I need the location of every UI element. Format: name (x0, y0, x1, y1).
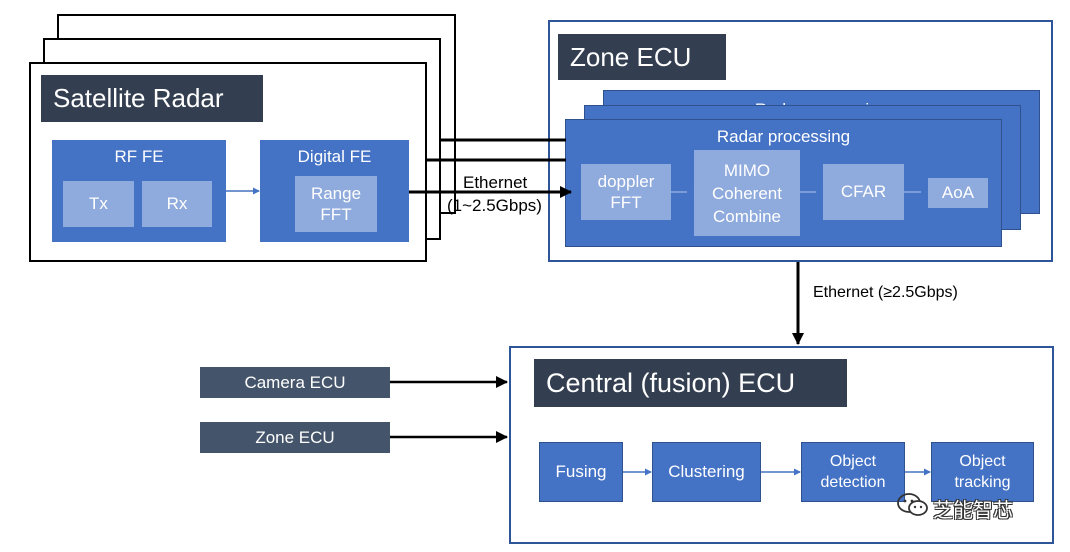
satellite-radar-title: Satellite Radar (41, 75, 263, 122)
cfar-block: CFAR (823, 164, 904, 220)
digital-fe-label: Digital FE (297, 147, 372, 166)
object-detection-block: Object detection (801, 442, 905, 502)
range-fft-block: Range FFT (295, 176, 377, 232)
central-ecu-title: Central (fusion) ECU (534, 359, 847, 407)
camera-ecu-block: Camera ECU (200, 367, 390, 398)
rx-block: Rx (142, 181, 212, 227)
ethernet-link-rate: (1~2.5Gbps) (447, 196, 542, 215)
zone-ecu-input-block: Zone ECU (200, 422, 390, 453)
zone-ecu-title: Zone ECU (558, 34, 726, 80)
fusing-block: Fusing (539, 442, 623, 502)
object-tracking-block: Object tracking (931, 442, 1034, 502)
radar-processing-title: Radar processing (716, 127, 851, 146)
watermark-text: 芝能智芯 (933, 500, 1013, 522)
mimo-block: MIMO Coherent Combine (694, 150, 800, 236)
doppler-fft-block: doppler FFT (581, 164, 671, 220)
tx-block: Tx (63, 181, 134, 227)
aoa-block: AoA (928, 178, 988, 208)
rf-fe-label: RF FE (114, 147, 164, 166)
ethernet-link-label: Ethernet (463, 173, 528, 192)
clustering-block: Clustering (652, 442, 761, 502)
ethernet-uplink-label: Ethernet (≥2.5Gbps) (813, 284, 958, 301)
wechat-icon (896, 492, 930, 518)
